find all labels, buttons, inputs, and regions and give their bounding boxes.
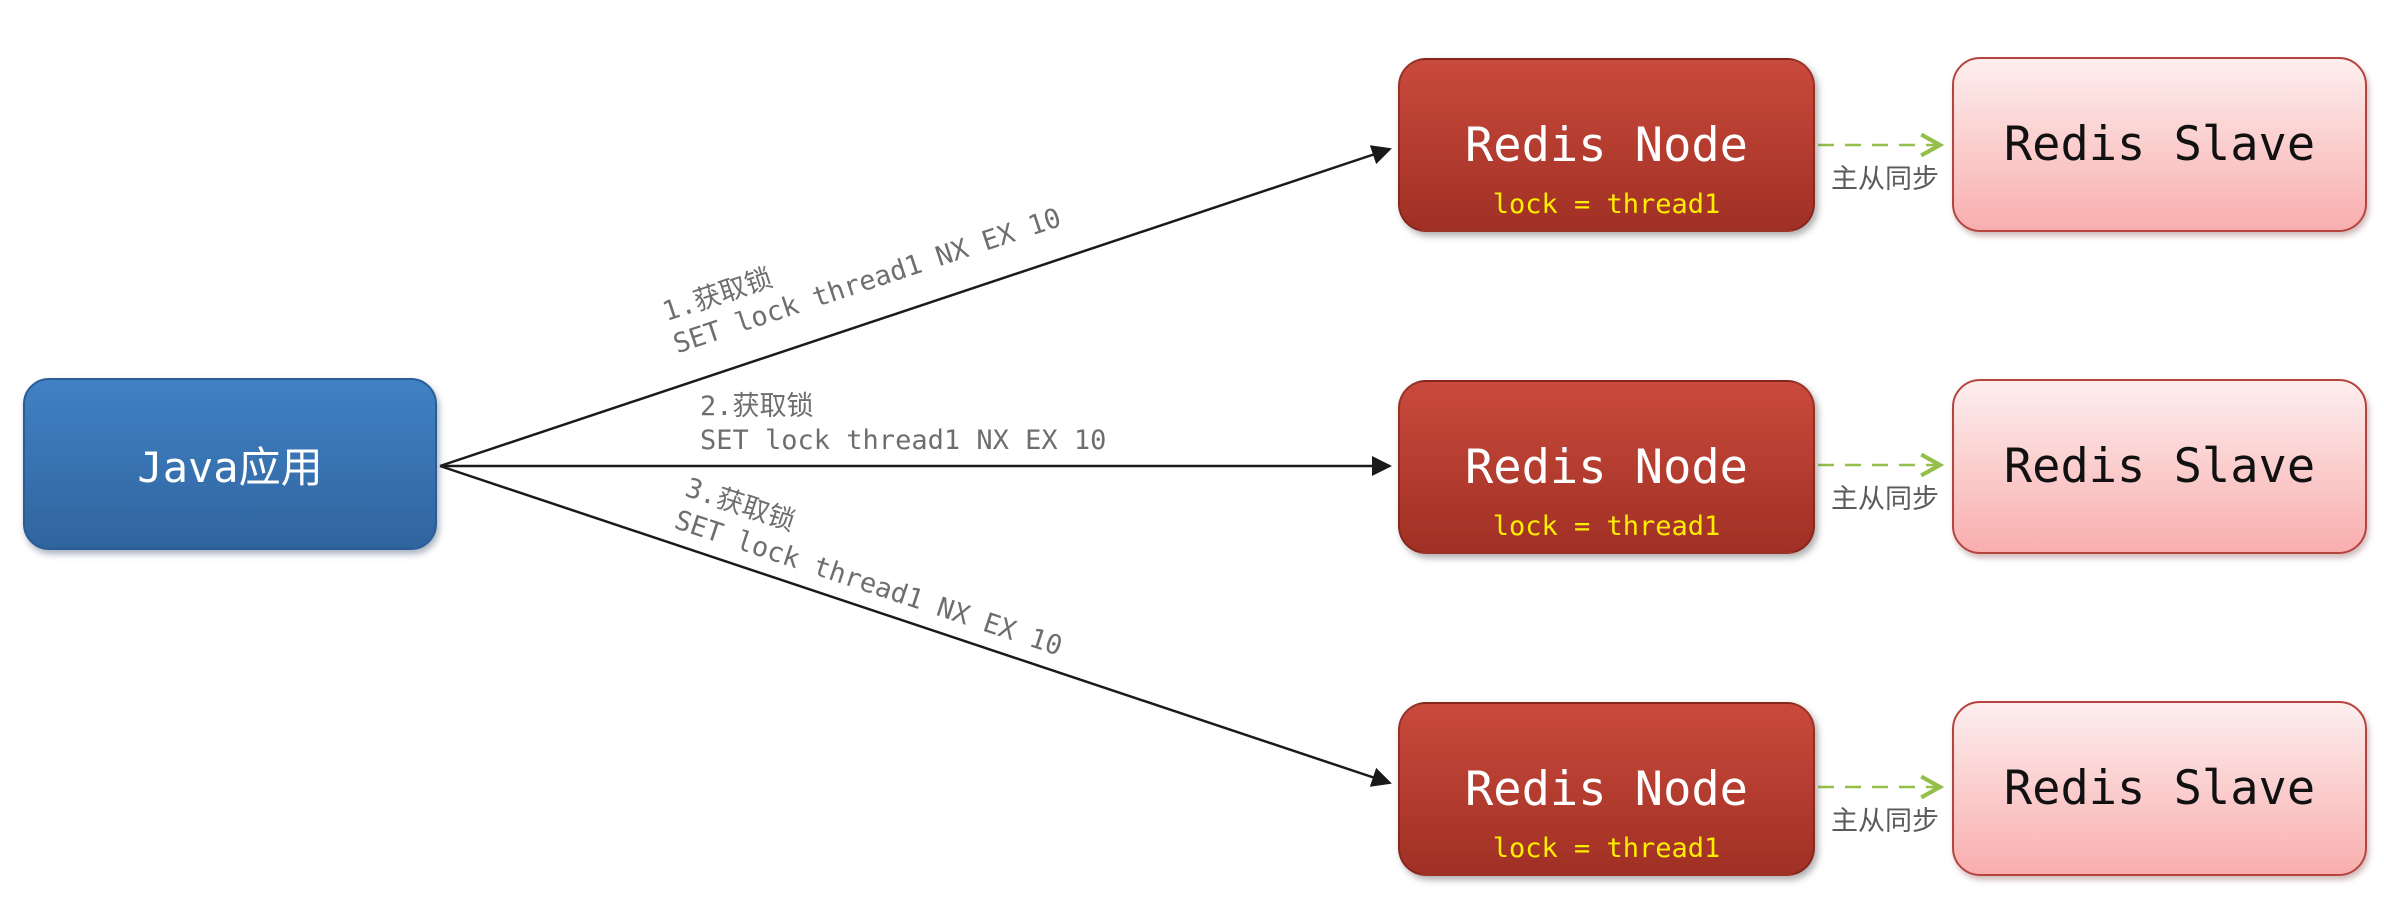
redis-node-3: Redis Node lock = thread1 bbox=[1398, 702, 1815, 876]
redis-slave-1: Redis Slave bbox=[1952, 57, 2367, 232]
java-app-label: Java应用 bbox=[137, 442, 323, 492]
sync-label-3: 主从同步 bbox=[1831, 806, 1939, 837]
redis-node-title: Redis Node bbox=[1465, 761, 1748, 817]
redis-slave-title: Redis Slave bbox=[2003, 117, 2316, 172]
redis-slave-2: Redis Slave bbox=[1952, 379, 2367, 554]
redis-node-title: Redis Node bbox=[1465, 439, 1748, 495]
sync-label-1: 主从同步 bbox=[1831, 164, 1939, 195]
lock-value: lock = thread1 bbox=[1492, 833, 1721, 864]
redis-node-2: Redis Node lock = thread1 bbox=[1398, 380, 1815, 554]
lock-value: lock = thread1 bbox=[1492, 189, 1721, 220]
redis-node-1: Redis Node lock = thread1 bbox=[1398, 58, 1815, 232]
java-app-node: Java应用 bbox=[23, 378, 437, 550]
command-label: SET lock thread1 NX EX 10 bbox=[700, 425, 1107, 456]
sync-label-2: 主从同步 bbox=[1831, 484, 1939, 515]
redis-slave-title: Redis Slave bbox=[2003, 439, 2316, 494]
acquire-lock-arrow-1 bbox=[439, 145, 1392, 468]
step-label: 2.获取锁 bbox=[700, 391, 814, 422]
redis-slave-title: Redis Slave bbox=[2003, 761, 2316, 816]
redis-node-title: Redis Node bbox=[1465, 117, 1748, 173]
acquire-lock-arrow-3 bbox=[439, 464, 1392, 787]
arrow-label-2: 2.获取锁 SET lock thread1 NX EX 10 bbox=[700, 390, 1106, 458]
redis-slave-3: Redis Slave bbox=[1952, 701, 2367, 876]
lock-value: lock = thread1 bbox=[1492, 511, 1721, 542]
